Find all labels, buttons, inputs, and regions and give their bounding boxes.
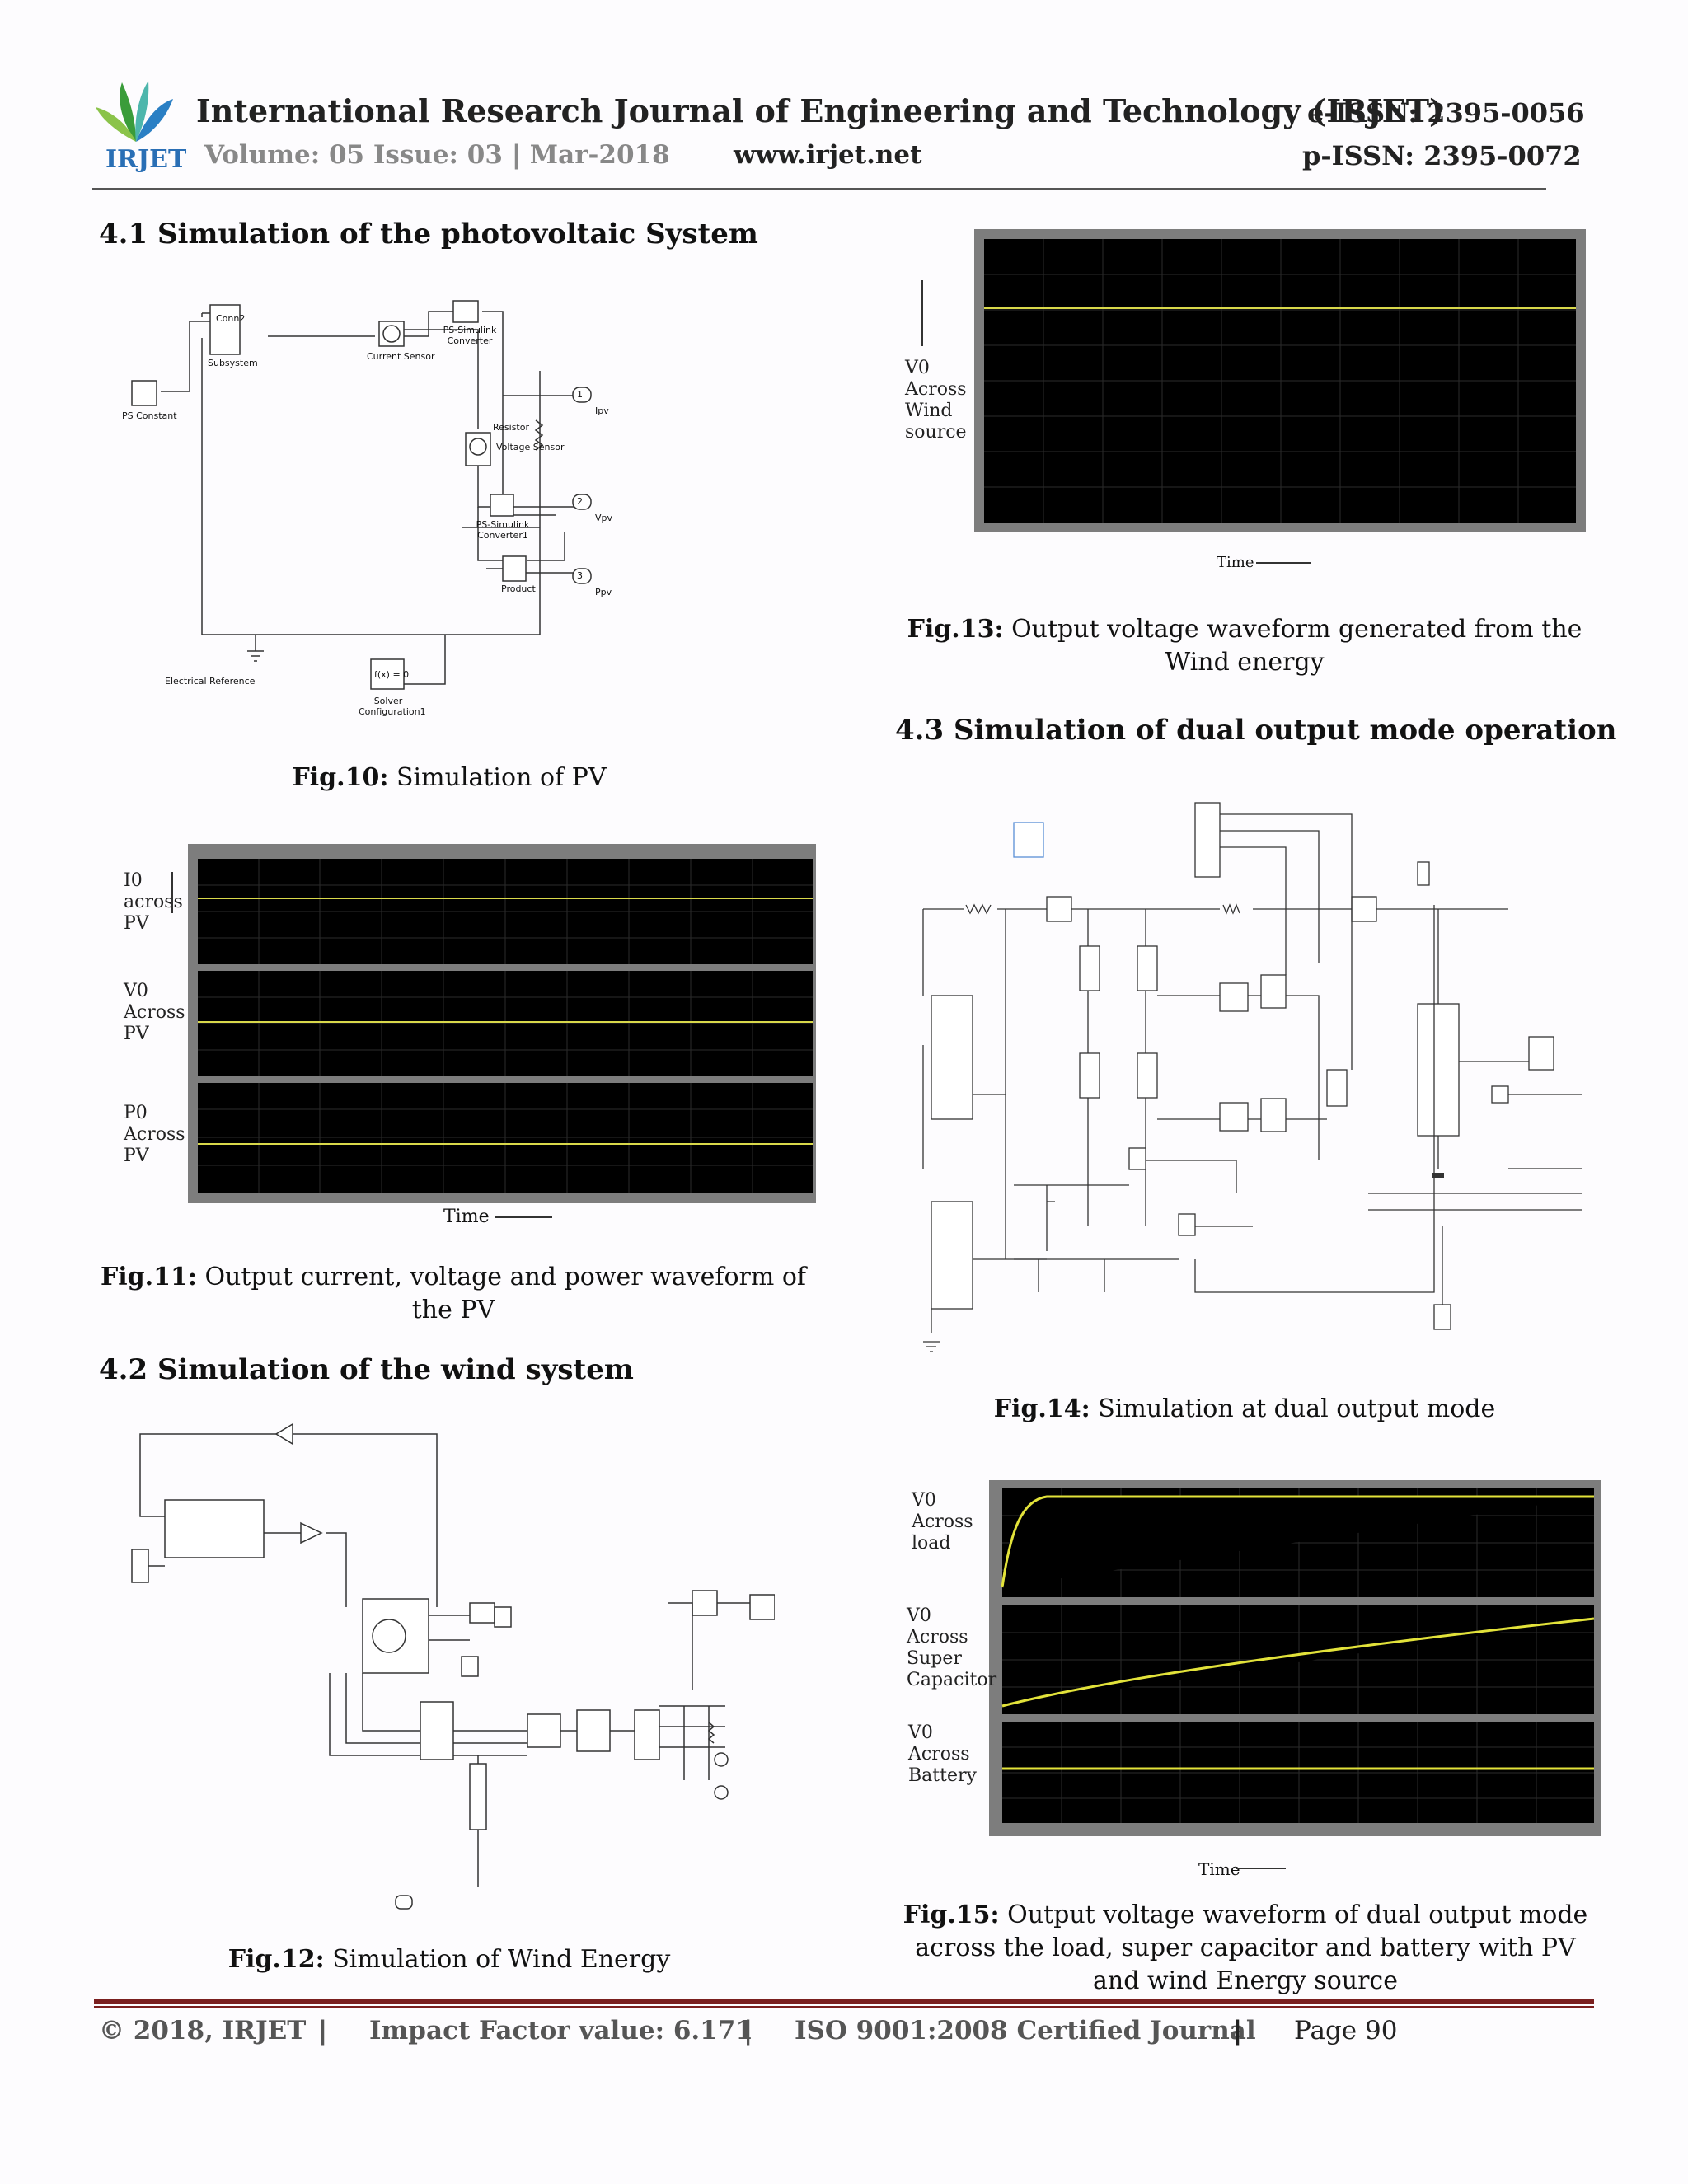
section-4-2-heading: 4.2 Simulation of the wind system bbox=[99, 1353, 634, 1386]
fig11-text: Output current, voltage and power wavefo… bbox=[196, 1263, 807, 1324]
fig13-voltage-label: V0 Across Wind source bbox=[905, 358, 967, 443]
footer-copyright: © 2018, IRJET bbox=[99, 2016, 307, 2046]
supercap-voltage-trace bbox=[1001, 1617, 1595, 1708]
footer-separator: | bbox=[1233, 2016, 1243, 2046]
fig13-time-label: Time bbox=[1217, 554, 1254, 571]
fig14-text: Simulation at dual output mode bbox=[1090, 1394, 1496, 1423]
fig15-time-label: Time bbox=[1198, 1859, 1240, 1879]
irjet-logo bbox=[91, 76, 181, 173]
footer-rule-thin bbox=[94, 2006, 1594, 2008]
load-voltage-trace bbox=[1001, 1495, 1594, 1588]
port-ppv: Ppv bbox=[595, 587, 612, 598]
up-arrow-icon bbox=[921, 280, 923, 346]
block-electrical-reference: Electrical Reference bbox=[165, 676, 256, 687]
p-issn: p-ISSN: 2395-0072 bbox=[1302, 140, 1582, 171]
fig10-label: Fig.10: bbox=[292, 763, 389, 792]
block-ps-constant: PS Constant bbox=[122, 410, 177, 421]
fig11-current-label: I0 across PV bbox=[124, 870, 183, 934]
fig13-caption: Fig.13: Output voltage waveform generate… bbox=[890, 613, 1599, 679]
port-vpv: Vpv bbox=[595, 513, 613, 523]
footer-page-number: Page 90 bbox=[1294, 2016, 1398, 2046]
volume-issue: Volume: 05 Issue: 03 | Mar-2018 bbox=[204, 140, 670, 170]
block-voltage-sensor: Voltage Sensor bbox=[496, 442, 565, 452]
fig15-battery-label: V0 Across Battery bbox=[908, 1722, 977, 1786]
port-1-number: 1 bbox=[577, 389, 583, 400]
fig15-supercap-label: V0 Across Super Capacitor bbox=[907, 1605, 997, 1690]
fig12-label: Fig.12: bbox=[227, 1945, 325, 1974]
block-ps-simulink-converter1: PS-Simulink Converter1 bbox=[476, 519, 530, 541]
block-fx: f(x) = 0 bbox=[374, 669, 410, 680]
block-resistor: Resistor bbox=[493, 422, 529, 433]
e-issn: e-ISSN: 2395-0056 bbox=[1307, 97, 1585, 129]
up-arrow-icon bbox=[171, 872, 173, 913]
fig12-text: Simulation of Wind Energy bbox=[324, 1945, 671, 1974]
block-subsystem: Subsystem bbox=[208, 358, 258, 368]
footer-iso: ISO 9001:2008 Certified Journal bbox=[795, 2016, 1256, 2046]
pv-simulink-diagram: Conn2 Subsystem Current Sensor PS-Simuli… bbox=[115, 288, 775, 733]
fig15-scope-frame bbox=[989, 1480, 1601, 1836]
dual-mode-simulink-diagram bbox=[907, 798, 1582, 1366]
logo-text: IRJET bbox=[106, 145, 187, 174]
fig15-label: Fig.15: bbox=[903, 1900, 1000, 1929]
fig15-caption: Fig.15: Output voltage waveform of dual … bbox=[895, 1899, 1596, 1998]
port-2-number: 2 bbox=[577, 496, 583, 507]
block-current-sensor: Current Sensor bbox=[367, 351, 435, 362]
fig15-load-label: V0 Across load bbox=[912, 1490, 973, 1554]
block-solver-configuration: Solver Configuration1 bbox=[359, 696, 426, 717]
port-ipv: Ipv bbox=[595, 405, 609, 416]
section-4-1-heading: 4.1 Simulation of the photovoltaic Syste… bbox=[99, 218, 758, 251]
fig11-voltage-label: V0 Across PV bbox=[124, 981, 185, 1044]
wind-simulink-diagram bbox=[115, 1418, 776, 1929]
section-4-3-heading: 4.3 Simulation of dual output mode opera… bbox=[895, 714, 1617, 747]
website-link[interactable]: www.irjet.net bbox=[734, 140, 922, 170]
fig12-caption: Fig.12: Simulation of Wind Energy bbox=[99, 1943, 799, 1976]
footer-separator: | bbox=[318, 2016, 328, 2046]
fig13-label: Fig.13: bbox=[907, 615, 1004, 644]
fig11-power-label: P0 Across PV bbox=[124, 1103, 185, 1166]
right-arrow-icon bbox=[495, 1216, 552, 1218]
fig10-text: Simulation of PV bbox=[388, 763, 607, 792]
block-product: Product bbox=[501, 583, 536, 594]
fig13-scope-frame bbox=[974, 229, 1586, 532]
block-ps-simulink-converter: PS-Simulink Converter bbox=[443, 325, 497, 346]
block-conn2: Conn2 bbox=[216, 313, 246, 324]
footer-impact-factor: Impact Factor value: 6.171 bbox=[369, 2016, 753, 2046]
fig11-time-label: Time bbox=[443, 1207, 490, 1227]
right-arrow-icon bbox=[1256, 562, 1311, 564]
fig10-caption: Fig.10: Simulation of PV bbox=[99, 762, 799, 794]
port-3-number: 3 bbox=[577, 570, 583, 581]
journal-title: International Research Journal of Engine… bbox=[196, 92, 1444, 129]
fig15-text: Output voltage waveform of dual output m… bbox=[915, 1900, 1588, 1995]
fig13-text: Output voltage waveform generated from t… bbox=[1003, 615, 1582, 677]
fig11-caption: Fig.11: Output current, voltage and powe… bbox=[91, 1261, 816, 1327]
footer-separator: | bbox=[743, 2016, 753, 2046]
fig14-label: Fig.14: bbox=[993, 1394, 1090, 1423]
fig11-scope-frame bbox=[188, 844, 816, 1203]
fig14-caption: Fig.14: Simulation at dual output mode bbox=[890, 1393, 1599, 1426]
right-arrow-icon bbox=[1236, 1868, 1286, 1869]
fig11-label: Fig.11: bbox=[100, 1263, 197, 1291]
header-rule bbox=[92, 188, 1546, 190]
footer-rule bbox=[94, 1999, 1594, 2004]
